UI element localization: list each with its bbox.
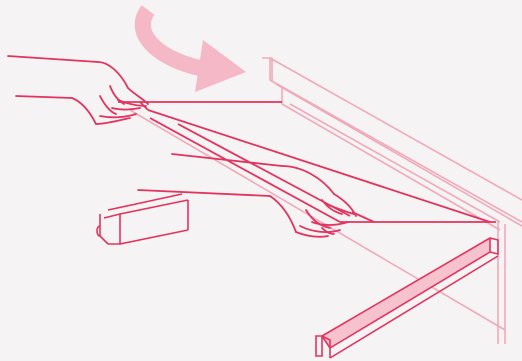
left-hand-icon <box>8 56 148 124</box>
right-hand-icon <box>138 154 356 237</box>
shelf-board <box>118 102 496 222</box>
lower-left-rail <box>97 194 188 244</box>
rotation-arrow-icon <box>143 10 246 92</box>
lower-right-rail <box>316 238 498 358</box>
